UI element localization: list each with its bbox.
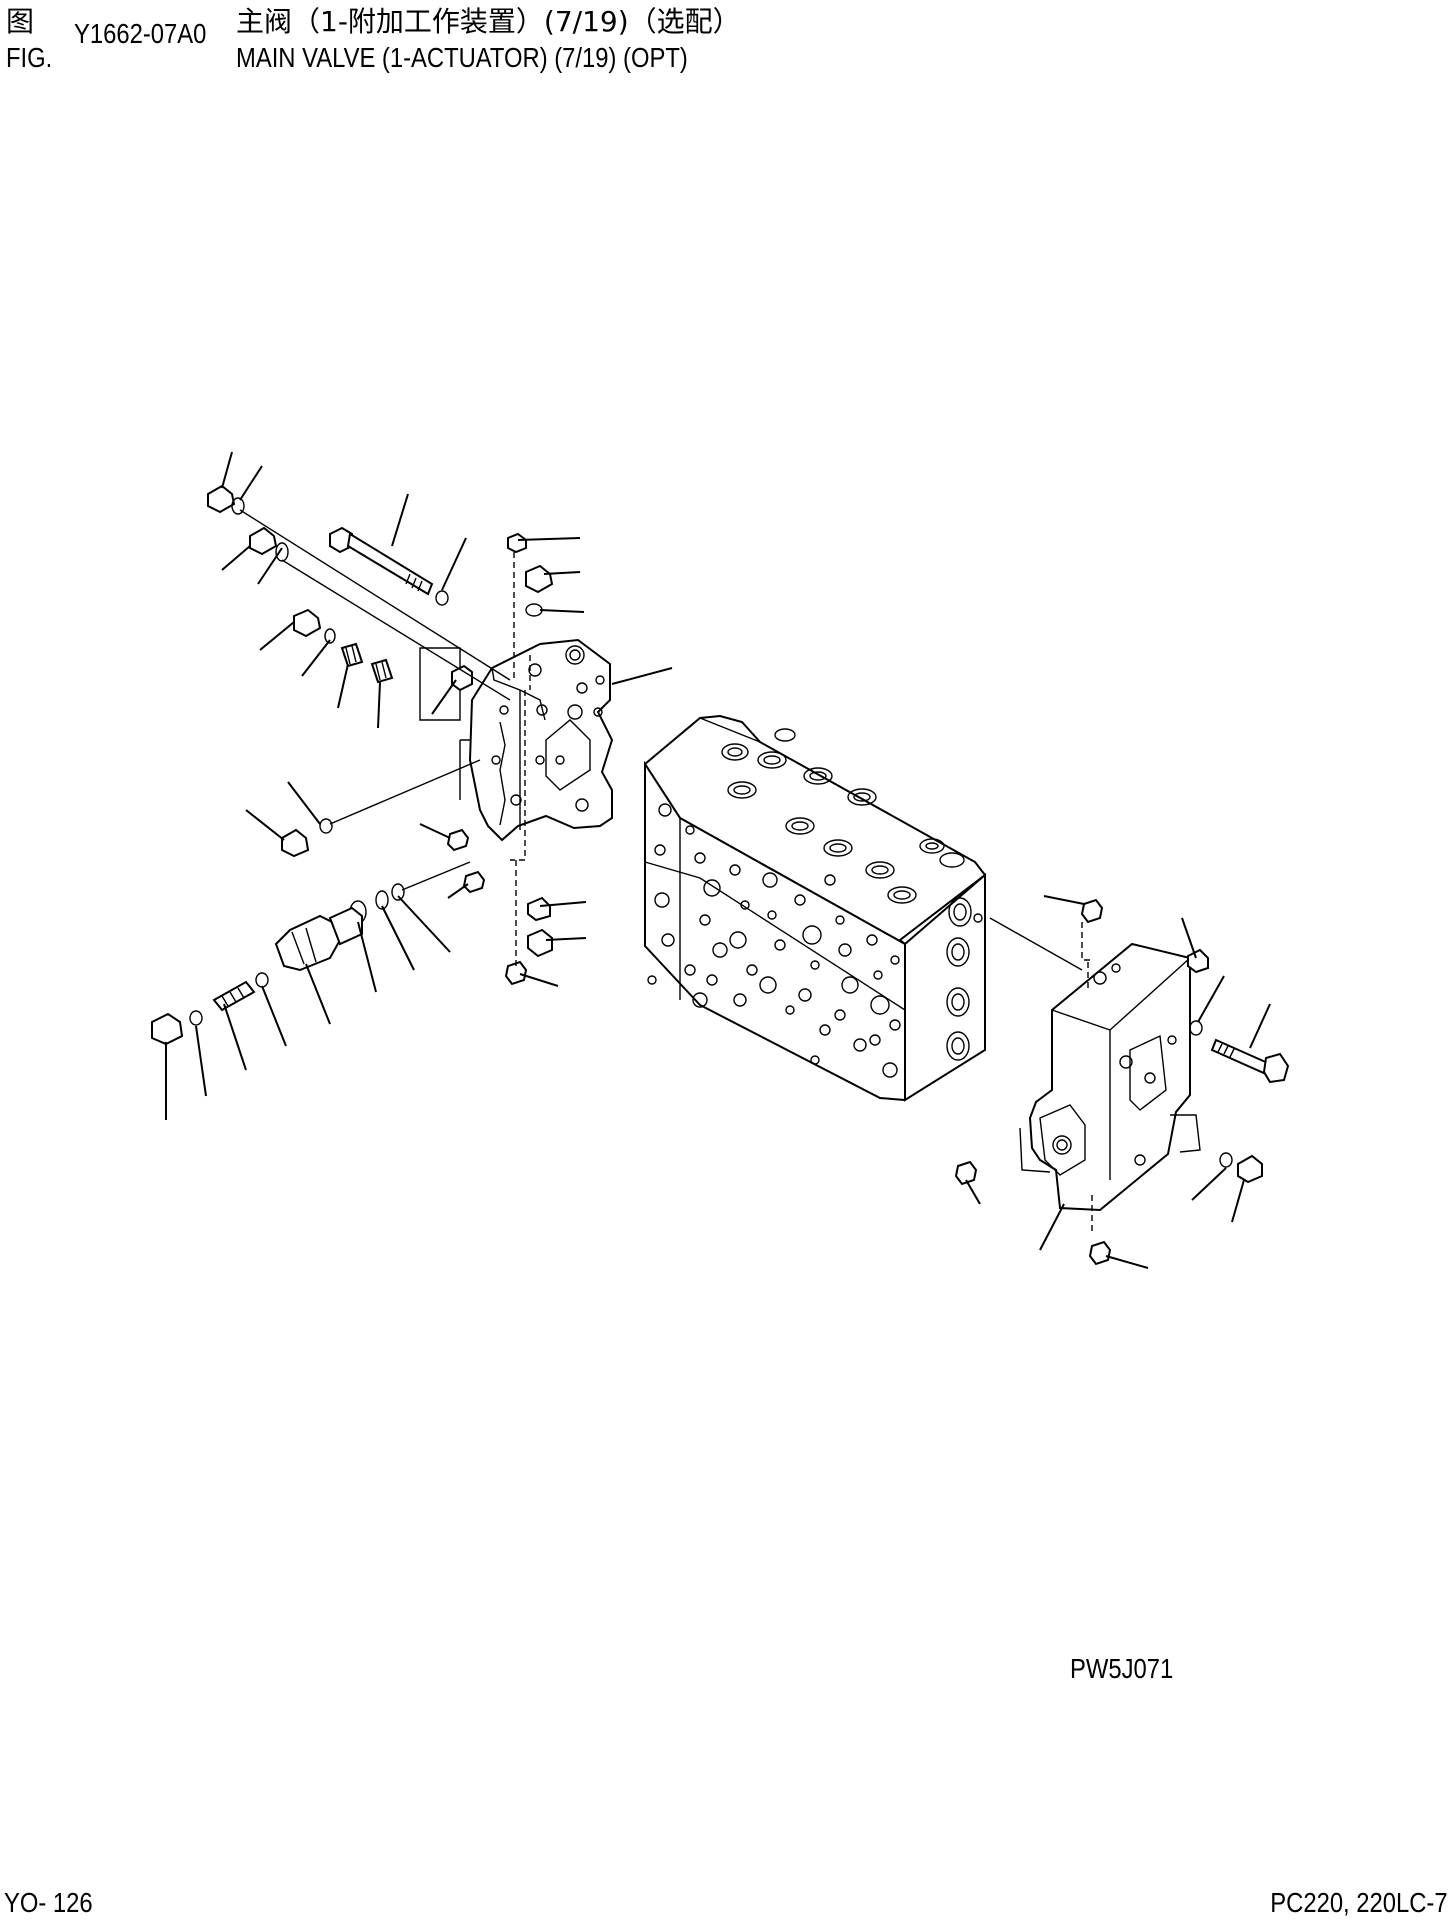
illustration-code: PW5J071 xyxy=(1070,1653,1174,1684)
fasteners-right xyxy=(956,900,1288,1264)
fasteners-left-bottom xyxy=(152,760,552,1044)
page-number: YO- 126 xyxy=(4,1887,93,1918)
title-cn: 主阀（1-附加工作装置）(7/19)（选配） xyxy=(236,5,741,38)
model-label: PC220, 220LC-7 xyxy=(1270,1887,1448,1918)
figure-label-cn: 图 xyxy=(6,5,35,38)
leader-lines xyxy=(166,452,1270,1268)
title-en: MAIN VALVE (1-ACTUATOR) (7/19) (OPT) xyxy=(236,42,688,73)
figure-label-en: FIG. xyxy=(6,42,53,73)
left-valve-section xyxy=(420,640,612,860)
figure-number: Y1662-07A0 xyxy=(74,18,207,49)
main-valve-body xyxy=(645,716,985,1100)
right-end-section xyxy=(1020,944,1200,1232)
